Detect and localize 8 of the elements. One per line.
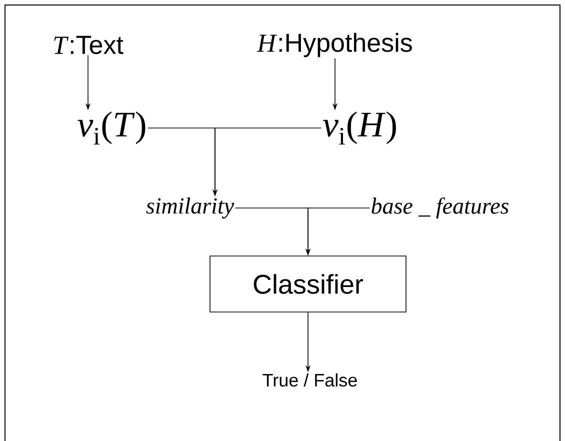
text-label: H:Hypothesis [256, 32, 412, 58]
text-label: base _ features [372, 197, 508, 219]
text-label: T:Text [54, 36, 124, 54]
text-label: similarity [146, 198, 234, 218]
formula-label: v$_{i}$(H) [322, 111, 396, 145]
formula-label: v$_{i}$(T) [78, 111, 146, 145]
text-label: True / False [262, 373, 357, 387]
process-box: Classifier [210, 256, 406, 312]
